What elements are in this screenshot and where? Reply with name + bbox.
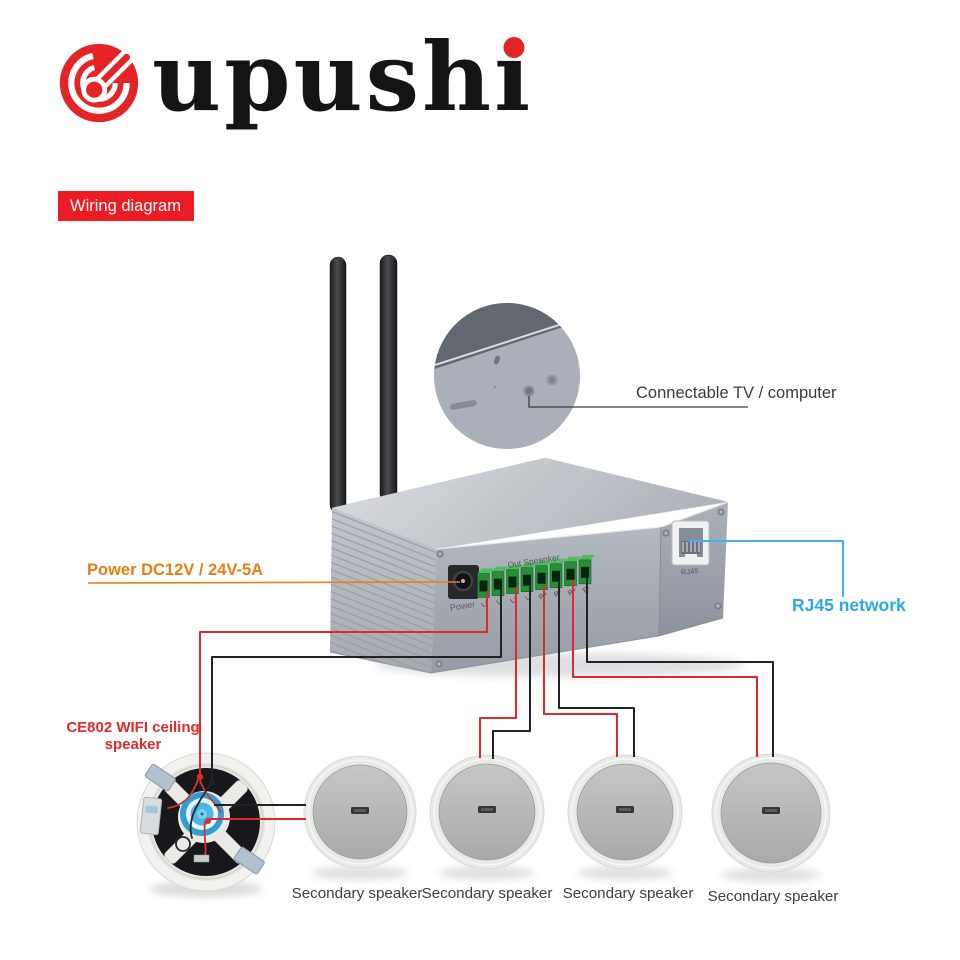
rj45-port-label: RJ45 xyxy=(681,566,699,577)
case-screws xyxy=(435,508,725,668)
power-callout-line xyxy=(87,581,461,584)
main-speaker xyxy=(136,752,276,897)
terminal-8 xyxy=(578,554,595,585)
terminal-7 xyxy=(564,556,581,587)
secondary-speaker-label-2: Secondary speaker xyxy=(421,885,553,902)
wire-red-sp3 xyxy=(543,584,618,757)
wire-red-sp2 xyxy=(479,587,517,758)
tv-callout-line xyxy=(528,396,748,408)
mounting-clamp-1 xyxy=(144,763,176,792)
brand-letter-i: ı xyxy=(494,22,534,133)
antenna-right xyxy=(379,254,398,503)
wire-black-sp4 xyxy=(586,578,774,757)
power-port-label: Power xyxy=(449,599,476,613)
inset-device-edge xyxy=(434,303,580,372)
speaker-terminal-plate xyxy=(193,854,210,863)
tv-callout-label: Connectable TV / computer xyxy=(636,384,837,402)
terminal-6 xyxy=(549,558,566,589)
brand-i-dot xyxy=(503,37,525,58)
wiring-diagram-badge: Wiring diagram xyxy=(58,191,194,221)
wiring xyxy=(87,540,844,820)
secondary-speaker-label-4: Secondary speaker xyxy=(707,888,839,905)
inset-detail-circle xyxy=(434,303,748,449)
inset-hole-small xyxy=(494,355,500,365)
rj45-callout-label: RJ45 network xyxy=(792,595,906,615)
secondary-speaker-label-1: Secondary speaker xyxy=(291,885,423,902)
power-callout-label: Power DC12V / 24V-5A xyxy=(87,561,264,579)
wire-black-main-minus xyxy=(211,589,502,782)
wire-red-sp4 xyxy=(572,580,758,757)
wire-joint-black xyxy=(208,778,216,786)
rj45-port xyxy=(671,520,710,566)
wire-red-main-plus xyxy=(199,591,488,777)
main-speaker-label: CE802 WIFI ceiling speaker xyxy=(66,719,200,754)
wire-black-sp2 xyxy=(492,586,531,759)
terminal-5 xyxy=(535,560,552,590)
secondary-speaker-4 xyxy=(711,753,831,882)
secondary-speaker-1 xyxy=(303,755,417,880)
device-front-face xyxy=(431,527,661,673)
svg-text:L+: L+ xyxy=(480,599,491,609)
internal-wires xyxy=(167,776,222,859)
terminal-4 xyxy=(520,562,537,592)
brand-emblem-icon xyxy=(59,43,139,123)
rj45-callout-line xyxy=(689,540,844,597)
wire-joint-red xyxy=(196,773,204,781)
brand-text: upush xyxy=(152,22,495,133)
secondary-speaker-label-3: Secondary speaker xyxy=(562,885,694,902)
wire-black-sp3 xyxy=(558,582,635,757)
secondary-speaker-2 xyxy=(429,754,545,880)
speaker-transformer xyxy=(139,796,163,836)
svg-text:L+: L+ xyxy=(509,595,520,605)
antenna-left xyxy=(329,256,347,514)
mounting-clamp-2 xyxy=(233,846,265,875)
amplifier-device: Power Out Speanker L+ L- L+ L- R+ R- R+ … xyxy=(329,457,729,674)
power-jack xyxy=(448,565,479,599)
inset-slot xyxy=(450,400,477,410)
secondary-speaker-3 xyxy=(567,754,683,880)
